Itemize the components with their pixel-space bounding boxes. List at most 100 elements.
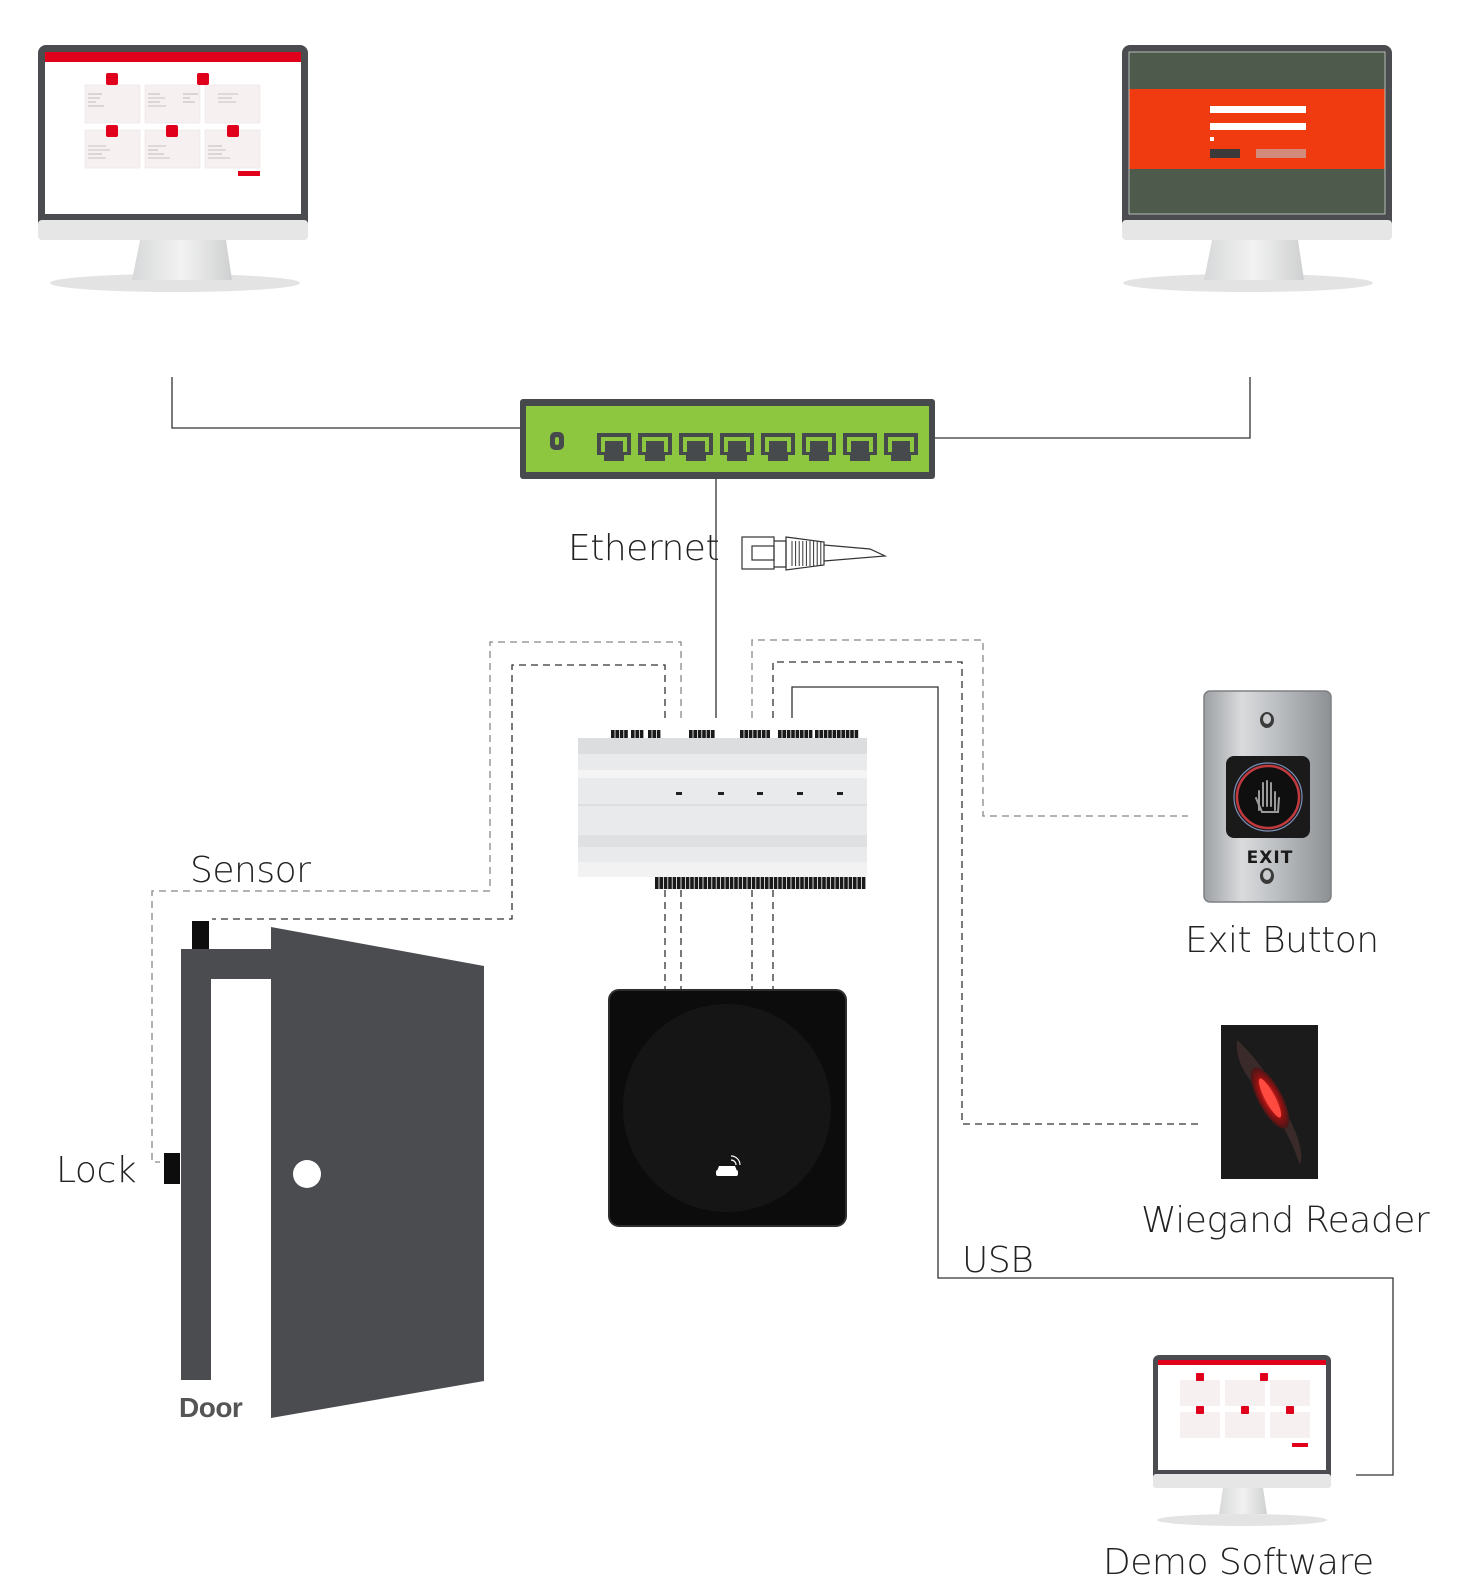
terminal-pin <box>762 730 766 738</box>
switch-port <box>720 433 754 461</box>
terminal-pin <box>716 877 721 889</box>
terminal-pin <box>619 730 624 738</box>
signal-wires <box>151 639 1203 1163</box>
terminal-pin <box>808 730 813 738</box>
rj45-plug-icon <box>741 536 888 571</box>
ethernet-label: Ethernet <box>568 528 720 569</box>
lock-label: Lock <box>56 1150 137 1191</box>
terminal-pin <box>677 877 681 889</box>
controller-leds <box>676 792 843 795</box>
terminal-pin <box>706 730 711 738</box>
terminal-pin <box>837 730 841 738</box>
terminal-pin <box>712 877 716 889</box>
terminal-pin <box>832 730 837 738</box>
terminal-pin <box>800 877 804 889</box>
terminal-pin <box>850 730 854 738</box>
switch-port <box>761 433 795 461</box>
terminal-pin <box>815 730 819 738</box>
terminal-pin <box>685 877 690 889</box>
terminal-pin <box>819 730 823 738</box>
terminal-pin <box>791 730 795 738</box>
terminal-pin <box>800 730 804 738</box>
switch-port <box>802 433 836 461</box>
terminal-pin <box>844 877 848 889</box>
switch-port <box>843 433 877 461</box>
terminal-pin <box>853 877 857 889</box>
switch-port <box>884 433 918 461</box>
terminal-pin <box>639 730 644 738</box>
sensor-label: Sensor <box>190 850 311 891</box>
terminal-pin <box>681 877 685 889</box>
terminal-pin <box>744 730 748 738</box>
terminal-pin <box>702 730 706 738</box>
terminal-pin <box>826 877 831 889</box>
terminal-pin <box>711 730 715 738</box>
terminal-pin <box>740 730 744 738</box>
terminal-pin <box>782 877 787 889</box>
wiegand-reader-label: Wiegand Reader <box>1141 1200 1430 1241</box>
terminal-pin <box>615 730 619 738</box>
door-lock <box>164 1153 180 1184</box>
door-label: Door <box>179 1392 243 1423</box>
terminal-pin <box>631 730 635 738</box>
terminal-pin <box>748 730 753 738</box>
terminal-pin <box>655 877 659 889</box>
terminal-pin <box>804 877 809 889</box>
terminal-pin <box>689 730 693 738</box>
terminal-pin <box>721 877 725 889</box>
switch-ports <box>597 433 918 461</box>
terminal-pin <box>848 877 853 889</box>
exit-button-label: Exit Button <box>1185 920 1379 961</box>
terminal-pin <box>828 730 832 738</box>
terminal-pin <box>823 730 828 738</box>
terminal-pin <box>756 877 760 889</box>
terminal-pin <box>656 730 661 738</box>
terminal-pin <box>751 877 756 889</box>
terminal-pin <box>690 877 694 889</box>
terminal-pin <box>757 730 762 738</box>
terminal-pin <box>835 877 839 889</box>
terminal-pin <box>765 877 769 889</box>
terminal-pin <box>791 877 795 889</box>
terminal-pin <box>697 730 702 738</box>
terminal-pin <box>839 877 844 889</box>
wiegand-reader-icon <box>1221 1025 1318 1179</box>
terminal-pin <box>795 877 800 889</box>
terminal-pin <box>769 877 773 889</box>
terminal-pin <box>635 730 639 738</box>
terminal-pin <box>795 730 800 738</box>
switch-port <box>597 433 631 461</box>
terminal-pin <box>841 730 845 738</box>
monitor-login-screen <box>1122 45 1392 292</box>
monitor-demo-software <box>1153 1355 1331 1526</box>
terminal-pin <box>672 877 677 889</box>
terminal-pin <box>809 877 813 889</box>
terminal-pin <box>699 877 703 889</box>
terminal-pin <box>857 877 861 889</box>
terminal-pin <box>822 877 826 889</box>
terminal-pin <box>703 877 707 889</box>
terminal-pin <box>817 877 822 889</box>
terminal-pin <box>786 730 791 738</box>
terminal-pin <box>753 730 757 738</box>
switch-port <box>679 433 713 461</box>
rj45-pins <box>791 541 822 566</box>
terminal-pin <box>787 877 791 889</box>
terminal-pin <box>624 730 628 738</box>
terminal-pin <box>760 877 765 889</box>
terminal-pin <box>648 730 652 738</box>
terminal-pin <box>652 730 656 738</box>
monitor-web-ui <box>38 45 308 292</box>
terminal-pin <box>729 877 734 889</box>
terminal-pin <box>611 730 615 738</box>
terminal-pin <box>782 730 786 738</box>
terminal-pin <box>861 877 866 889</box>
terminal-pin <box>747 877 751 889</box>
terminal-pin <box>831 877 835 889</box>
card-reader-icon <box>608 989 847 1227</box>
terminal-pin <box>659 877 663 889</box>
terminal-pin <box>663 877 668 889</box>
terminal-pin <box>694 877 699 889</box>
terminal-pin <box>707 877 712 889</box>
